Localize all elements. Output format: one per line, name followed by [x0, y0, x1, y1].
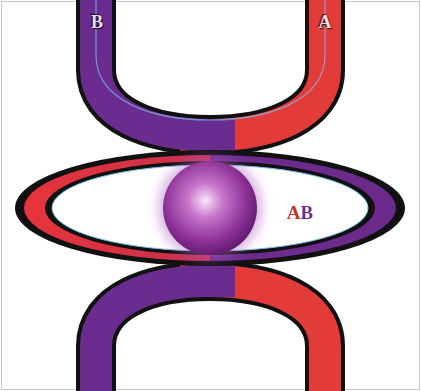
- top-u-band: [96, 0, 325, 135]
- bottom-u-band: [96, 281, 325, 391]
- ellipse-ring: [15, 150, 405, 266]
- blood-type-label: A: [319, 13, 332, 31]
- blood-type-label: AB: [287, 203, 313, 222]
- sphere-glow: [158, 156, 262, 260]
- blood-type-label: B: [91, 13, 103, 31]
- sphere: [163, 161, 257, 255]
